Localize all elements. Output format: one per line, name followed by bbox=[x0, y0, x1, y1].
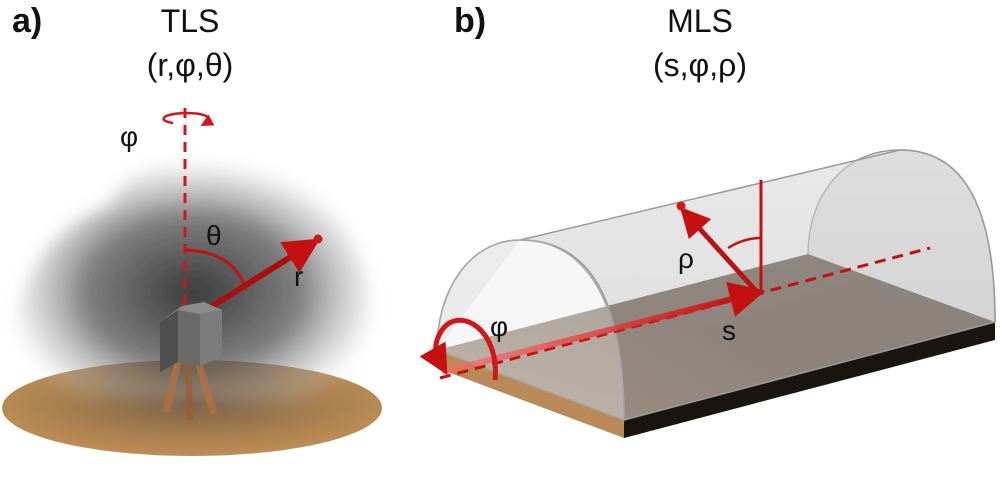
phi-rotation-arrow-a bbox=[162, 111, 215, 127]
target-point-b bbox=[676, 201, 686, 211]
panel-b-title: MLS bbox=[667, 3, 733, 39]
theta-label: θ bbox=[206, 220, 222, 251]
tunnel-front-arch bbox=[436, 239, 625, 422]
panel-b: b) MLS (s,φ,ρ) s ρ φ bbox=[419, 2, 996, 438]
theta-arc bbox=[184, 248, 248, 291]
panel-b-label: b) bbox=[454, 2, 486, 40]
tripod bbox=[162, 360, 218, 421]
scan-dome-haze bbox=[14, 154, 372, 405]
rho-vector bbox=[679, 206, 759, 294]
phi-rotation-arrow-b bbox=[419, 317, 498, 381]
rho-label: ρ bbox=[678, 243, 694, 274]
panel-a-coords: (r,φ,θ) bbox=[147, 47, 234, 83]
panel-a: a) TLS (r,φ,θ) φ θ r bbox=[2, 2, 382, 456]
scanner-device bbox=[160, 302, 222, 372]
phi-label-a: φ bbox=[120, 121, 138, 152]
r-label: r bbox=[294, 261, 303, 292]
rho-angle-arc bbox=[727, 236, 762, 250]
r-vector bbox=[196, 238, 321, 318]
panel-a-label: a) bbox=[12, 2, 42, 40]
target-point-a bbox=[313, 234, 323, 244]
phi-label-b: φ bbox=[490, 311, 508, 342]
panel-b-coords: (s,φ,ρ) bbox=[653, 47, 747, 83]
s-label: s bbox=[722, 315, 736, 346]
panel-a-title: TLS bbox=[161, 3, 220, 39]
